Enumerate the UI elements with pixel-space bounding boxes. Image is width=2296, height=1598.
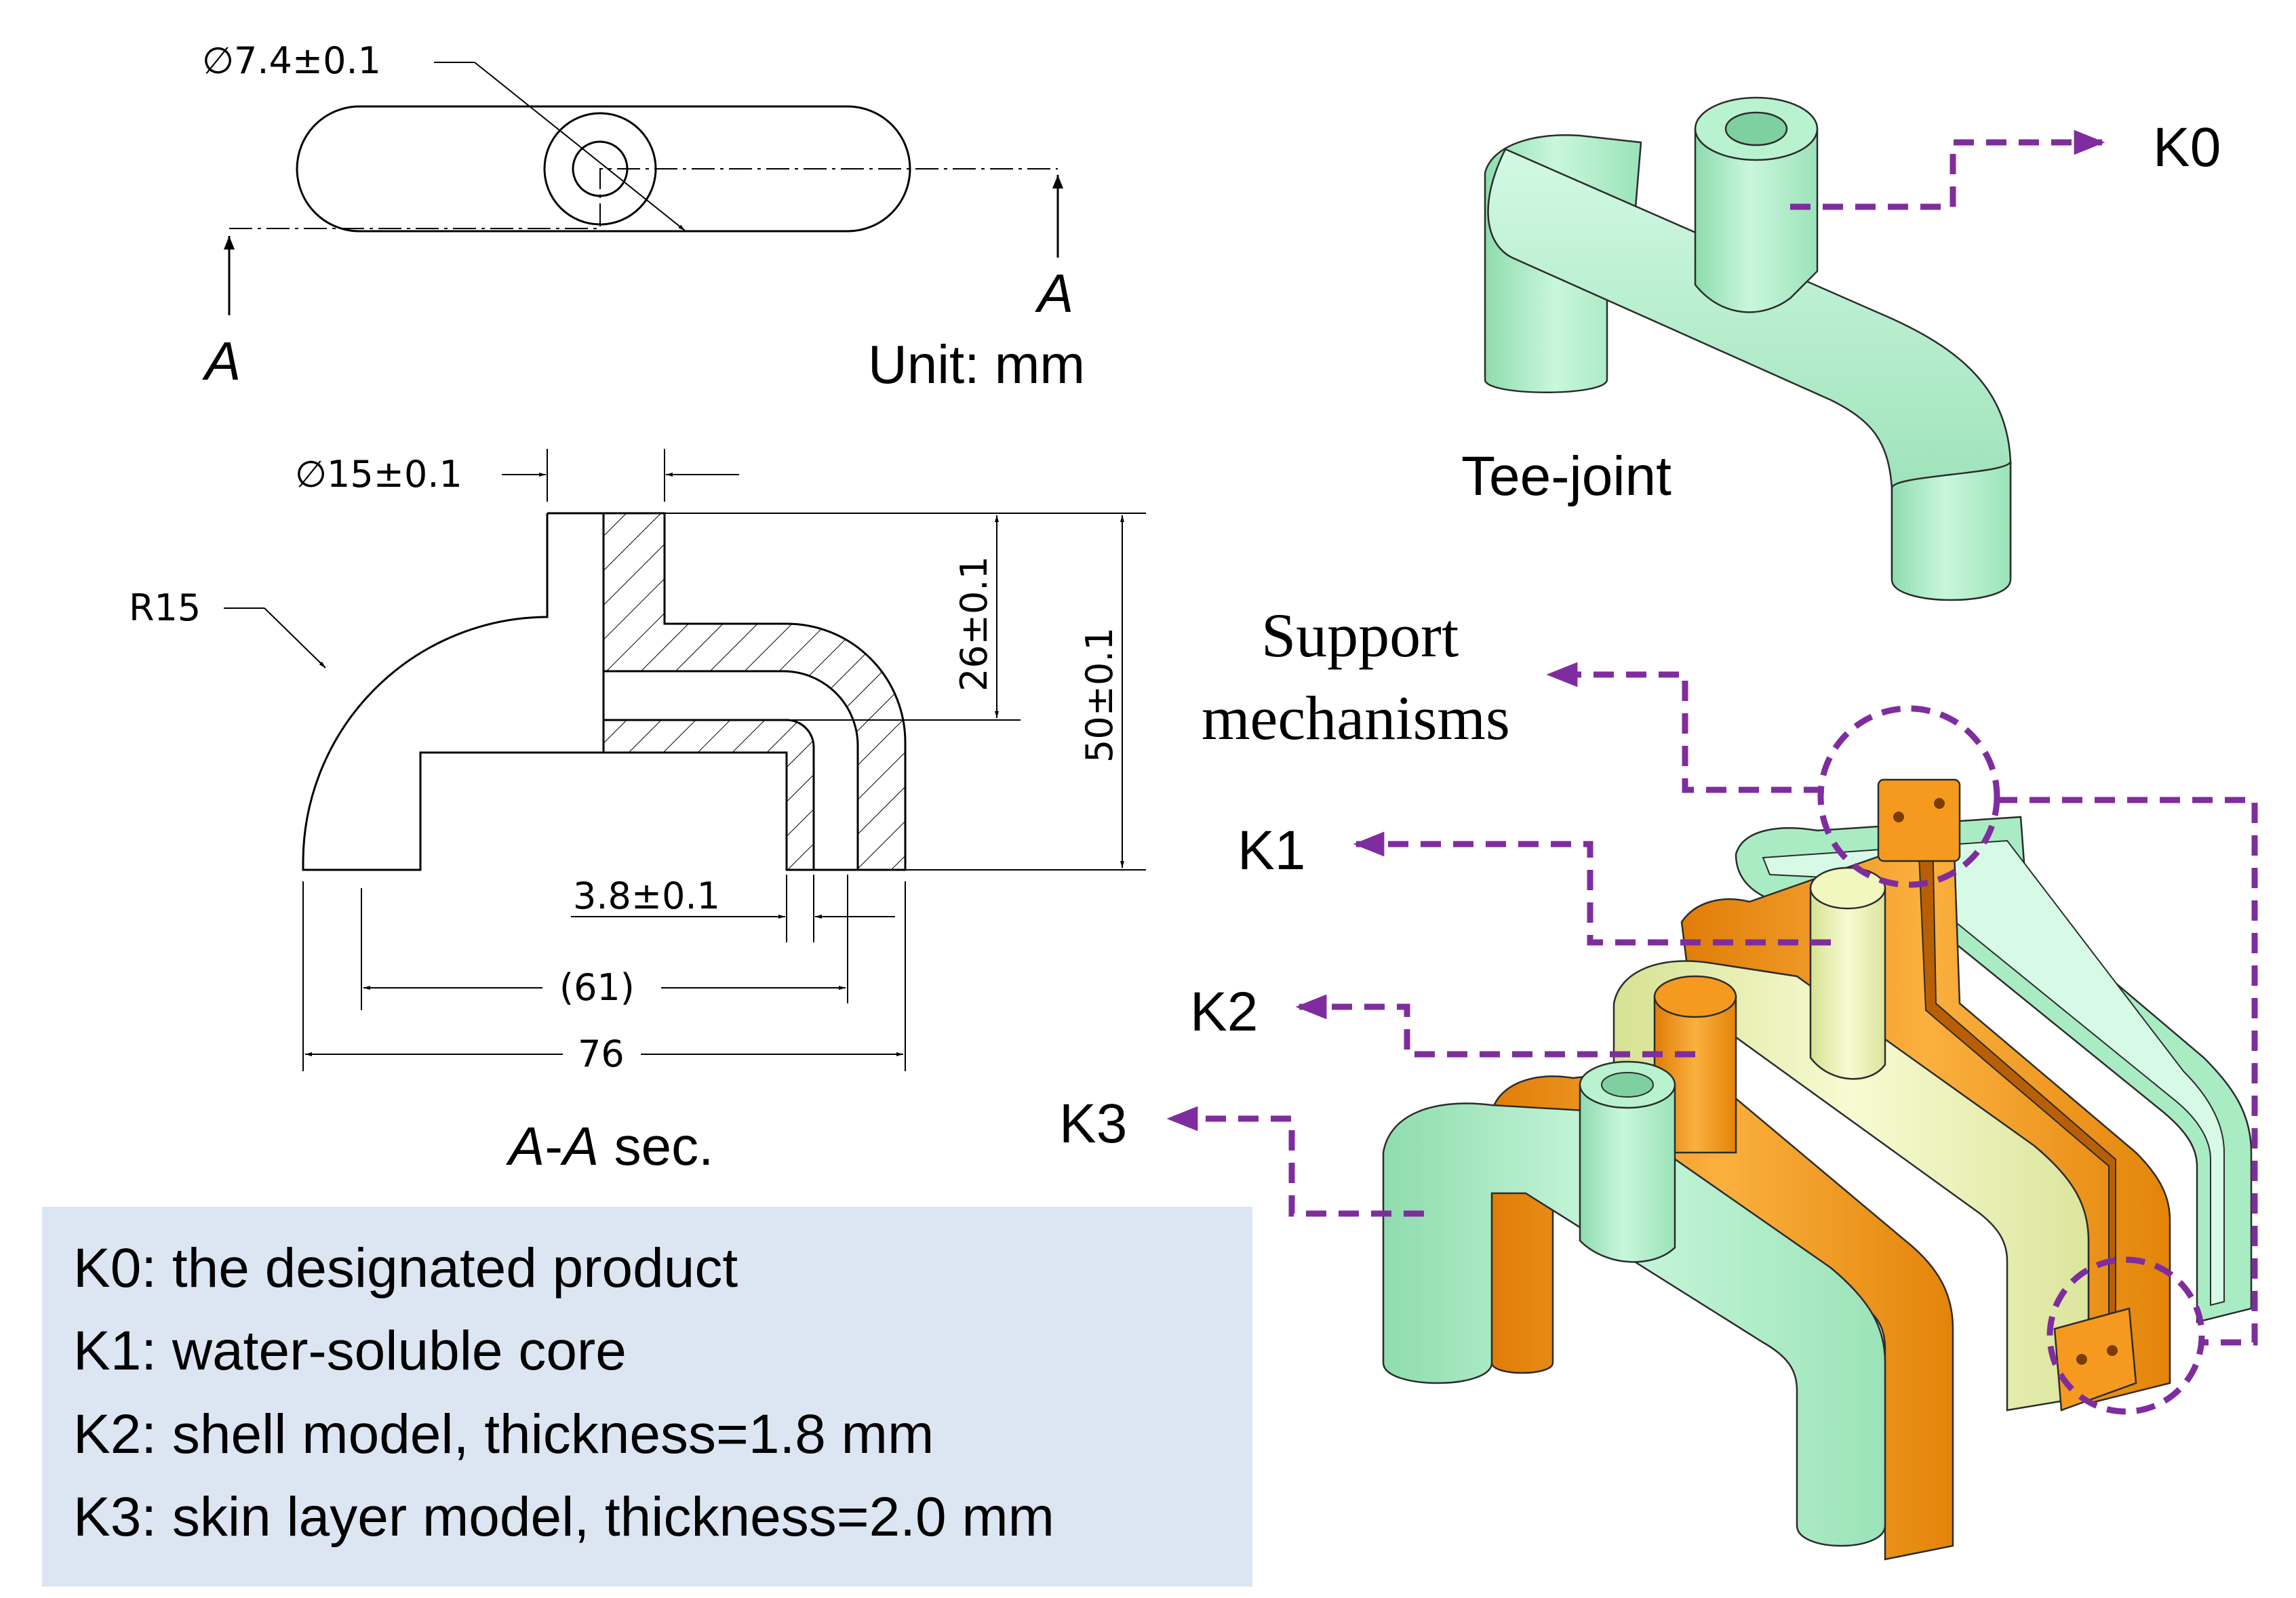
legend-box: K0: the designated product K1: water-sol… <box>42 1207 1252 1586</box>
top-view-outline <box>296 105 911 233</box>
tee-caption: Tee-joint <box>1461 445 1671 507</box>
k3-front-boss <box>1579 1083 1676 1263</box>
k3-front-boss-hole <box>1601 1072 1654 1098</box>
legend-item-k2: K2: shell model, thickness=1.8 mm <box>73 1403 934 1465</box>
r15-leader <box>264 607 326 668</box>
top-view-drawing: ∅7.4±0.1 A A Unit: mm <box>202 39 1085 395</box>
section-outline <box>302 512 905 871</box>
k0-label: K0 <box>2153 117 2221 178</box>
support-hole-4 <box>2107 1345 2118 1356</box>
hatched-wall-lower <box>602 719 815 871</box>
dia15-label: ∅15±0.1 <box>295 453 462 496</box>
section-letter-right: A <box>1035 263 1073 323</box>
section-line <box>229 168 1058 229</box>
dim76-label: 76 <box>578 1033 625 1075</box>
section-caption: A-A sec. <box>506 1116 713 1176</box>
dim61-label: (61) <box>559 966 635 1009</box>
tee-boss-hole <box>1724 111 1788 146</box>
support-hole-3 <box>2076 1354 2087 1365</box>
legend-item-k1: K1: water-soluble core <box>73 1320 627 1382</box>
k2-boss <box>1809 887 1886 1080</box>
support-circle-top <box>1817 705 2000 888</box>
callouts: K0 Support mechanisms K1 K2 K3 <box>1059 117 2258 1415</box>
support-tab-top <box>1877 778 1961 862</box>
k0-callout <box>1790 129 2105 210</box>
legend-background <box>42 1207 1252 1586</box>
section-letter-left: A <box>202 331 241 391</box>
exploded-model <box>1382 778 2253 1561</box>
wall-label: 3.8±0.1 <box>573 875 720 917</box>
k3-skin-half <box>1490 1063 1954 1561</box>
legend-item-k3: K3: skin layer model, thickness=2.0 mm <box>73 1486 1054 1548</box>
k1-label: K1 <box>1238 820 1305 881</box>
support-circle-bottom <box>2046 1256 2205 1415</box>
support-hole-2 <box>1934 798 1945 809</box>
k3-callout <box>1166 1106 1424 1217</box>
support-callout-link <box>1997 797 2258 1346</box>
k2-callout <box>1295 994 1695 1058</box>
diameter-leader <box>474 62 686 231</box>
tee-right-leg <box>1891 460 2012 601</box>
k2-label: K2 <box>1190 981 1258 1043</box>
support-hole-1 <box>1893 812 1904 822</box>
k0-shell-inner <box>1762 839 2225 1306</box>
hatched-wall <box>602 512 907 871</box>
support-callout-top <box>1546 662 1824 793</box>
section-view-drawing: ∅15±0.1 R15 26±0.1 50±0.1 3.8±0.1 (61) 7… <box>129 449 1146 1176</box>
dim50-label: 50±0.1 <box>1078 627 1121 763</box>
k3-boss-top <box>1653 975 1737 1018</box>
support-label-line1: Support <box>1261 601 1459 670</box>
tee-boss <box>1694 127 1819 313</box>
k2-boss-top <box>1809 866 1886 910</box>
dim26-label: 26±0.1 <box>953 556 995 692</box>
k3-label: K3 <box>1059 1093 1127 1155</box>
k1-callout <box>1353 831 1831 946</box>
support-tab-bottom <box>2053 1307 2137 1412</box>
support-label-line2: mechanisms <box>1202 683 1510 753</box>
tee-joint-model: Tee-joint <box>1461 96 2012 601</box>
r15-label: R15 <box>129 586 201 629</box>
unit-label: Unit: mm <box>868 334 1085 395</box>
top-diameter-label: ∅7.4±0.1 <box>202 39 381 82</box>
legend-item-k0: K0: the designated product <box>73 1237 738 1299</box>
